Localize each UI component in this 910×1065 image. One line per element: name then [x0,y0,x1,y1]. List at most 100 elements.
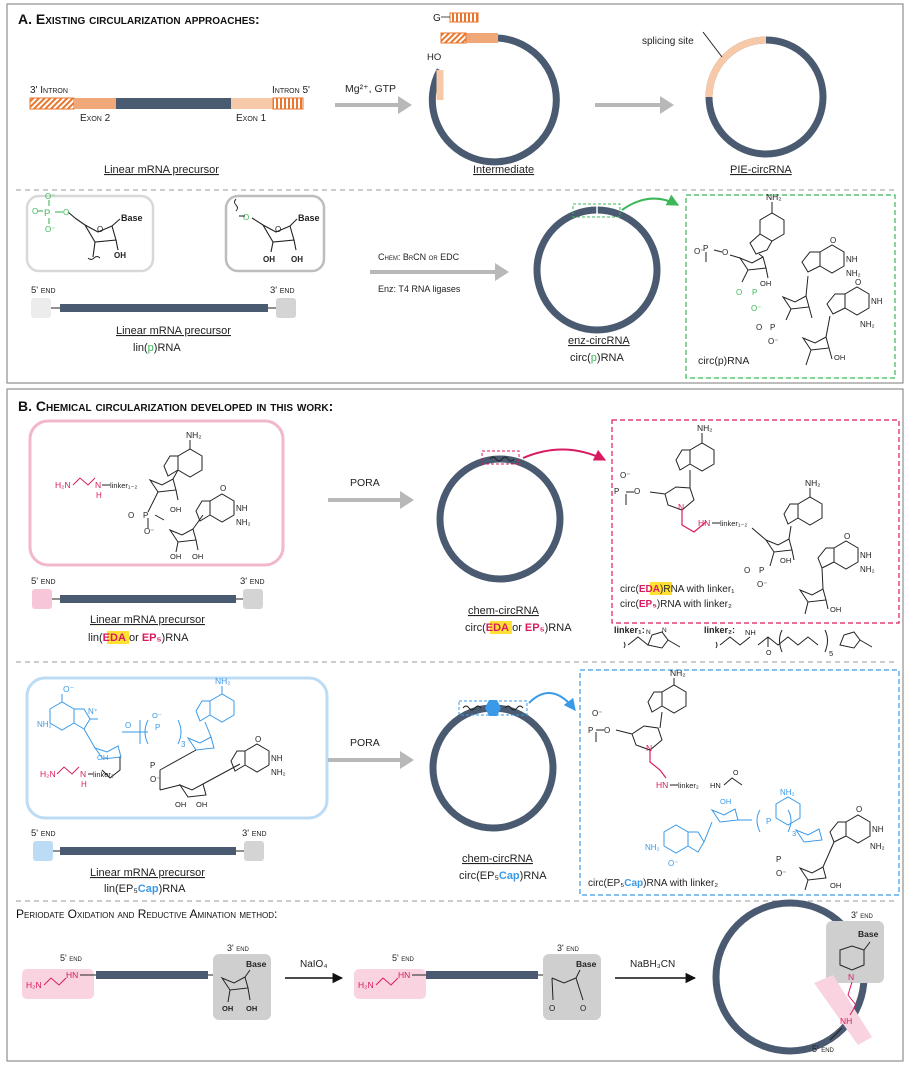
nh-eda-g: NH [236,504,248,513]
triazole-n-a: N [646,629,651,636]
step2-end3: 3' end [557,943,580,953]
base-label-2: Base [298,213,320,223]
step1-end5: 5' end [60,953,83,963]
cap-box-carbonyl-o: O [733,770,739,777]
g-label: G [433,13,441,24]
enz-caption: enz-circRNA [568,335,630,347]
cap-box-hn2: HN [710,781,721,790]
step2-o-a: O [549,1004,555,1013]
linker2-nh: NH [745,628,756,637]
box-cap-line: circ(EP₅Cap)RNA with linker₂ [588,878,718,889]
h2n-label: H₂N [55,480,71,490]
nh2-1: NH₂ [766,192,782,202]
nh-gua-2: NH [871,297,883,306]
phosphate-p: P [44,208,50,219]
cap-sub3: 3 [181,740,186,749]
intermediate: G HO Intermediate [427,12,560,176]
sugar-5p-box: P O⁻ O O⁻ O O Base OH [25,192,155,273]
oh-label: OH [114,251,126,260]
rna-body [116,98,231,109]
cap-box-oh: OH [830,881,841,890]
end5-label-cap: 5' end [31,828,56,839]
free-intron [449,12,479,23]
circ-eda-label: circ(EDA or EP₅)RNA [465,622,572,634]
cap-box-nh2: NH₂ [670,668,686,678]
chem-caption-cap: chem-circRNA [462,853,534,865]
cap-box-n: N [646,743,652,753]
cap-eda-h: H [81,780,87,789]
exon-2-label: Exon 2 [80,113,111,124]
pora-label-1: PORA [350,477,380,489]
circ-eda-structure-box: N HN linker₁₋₂ NH₂ O O⁻ P NH₂ NH NH₂ O O… [611,419,900,624]
chem-circ-eda: chem-circRNA circ(EDA or EP₅)RNA [436,448,607,634]
cap-eda-n: N [80,769,86,779]
chem-cond-label: Chem: BrCN or EDC [378,252,460,262]
nh2-box-2: NH₂ [805,478,821,488]
ring-o-2: O [275,225,281,234]
cap-o-1: O [125,721,131,730]
hn-eda: HN [698,518,710,528]
arrow-ligation: Chem: BrCN or EDC Enz: T4 RNA ligases [370,252,509,294]
linker2-def: linker₂: [704,625,735,635]
oh-eda-3: OH [170,552,181,561]
nh2-box-g: NH₂ [860,565,875,574]
box-line1: circ(EDA)RNA with linker₁ [620,584,735,595]
o-minus-box-2: O⁻ [757,580,767,589]
cap-p-o-minus: O⁻ [152,711,162,720]
linear-caption-a2: Linear mRNA precursor [116,325,231,337]
step1-oh-b: OH [246,1004,257,1013]
lin-cap-label: lin(EP₅Cap)RNA [104,883,186,895]
nh-box-g: NH [860,551,872,560]
intron-3-label: 3' Intron [30,85,68,96]
cap-g-o: O [255,735,261,744]
intermediate-caption: Intermediate [473,164,534,176]
oh-eda-2: OH [192,552,203,561]
cap-oh-1: OH [196,800,207,809]
cap-box-p3: P [776,855,781,864]
o-minus-3: O⁻ [768,337,778,346]
o-eda-g: O [220,484,226,493]
intron-5-label: Intron 5' [272,85,310,96]
cap-n-plus: N⁺ [88,707,98,716]
step2-end5: 5' end [392,953,415,963]
oh-box-2: OH [830,605,841,614]
nh-gua-1: NH [846,255,858,264]
panel-b-frame [6,388,904,1062]
intron-3-block [29,97,75,110]
p-box-1: P [614,487,619,496]
cap-box-p3-o: O⁻ [776,869,786,878]
cap-eda-h2n: H₂N [40,769,56,779]
o-gua-1: O [830,236,836,245]
exon-1-block [231,98,273,109]
p-3: P [770,323,775,332]
cap-box-g-nh: NH [872,825,884,834]
mg-gtp-label: Mg²⁺, GTP [345,83,396,95]
ester-o-green: O [243,213,249,222]
o-gua-2: O [855,278,861,287]
oh-box-1: OH [780,556,791,565]
step1-base: Base [246,959,267,969]
pie-circrna: splicing site PIE-circRNA [642,31,827,176]
o-3: O [756,323,762,332]
cap-linker2: linker₂ [93,770,114,779]
cap-oh-2: OH [175,800,186,809]
cap-box-blue-oh: OH [720,797,731,806]
cap-box-o-minus: O⁻ [592,709,602,718]
linear-caption-a: Linear mRNA precursor [104,164,219,176]
o-1: O [722,248,728,257]
end3-label-a: 3' end [270,285,295,296]
o-box-2: O [744,566,750,575]
exon-2-block [74,98,116,109]
cap-box-blue-o-minus: O⁻ [668,859,678,868]
cap-box-g-o: O [856,805,862,814]
exon2-on-intermediate [466,33,498,43]
end3-label-eda: 3' end [240,576,265,587]
panel-a-heading: A. Existing circularization approaches: [18,11,260,27]
phosphate-o-left: O [32,207,38,216]
nh2-eda-g: NH₂ [236,518,251,527]
n-ring-eda: N [678,502,684,512]
nh2-eda-a: NH₂ [186,430,202,440]
product-n: N [848,972,854,982]
ring-o: O [97,225,103,234]
phosphate-o-bottom: O⁻ [45,225,55,234]
